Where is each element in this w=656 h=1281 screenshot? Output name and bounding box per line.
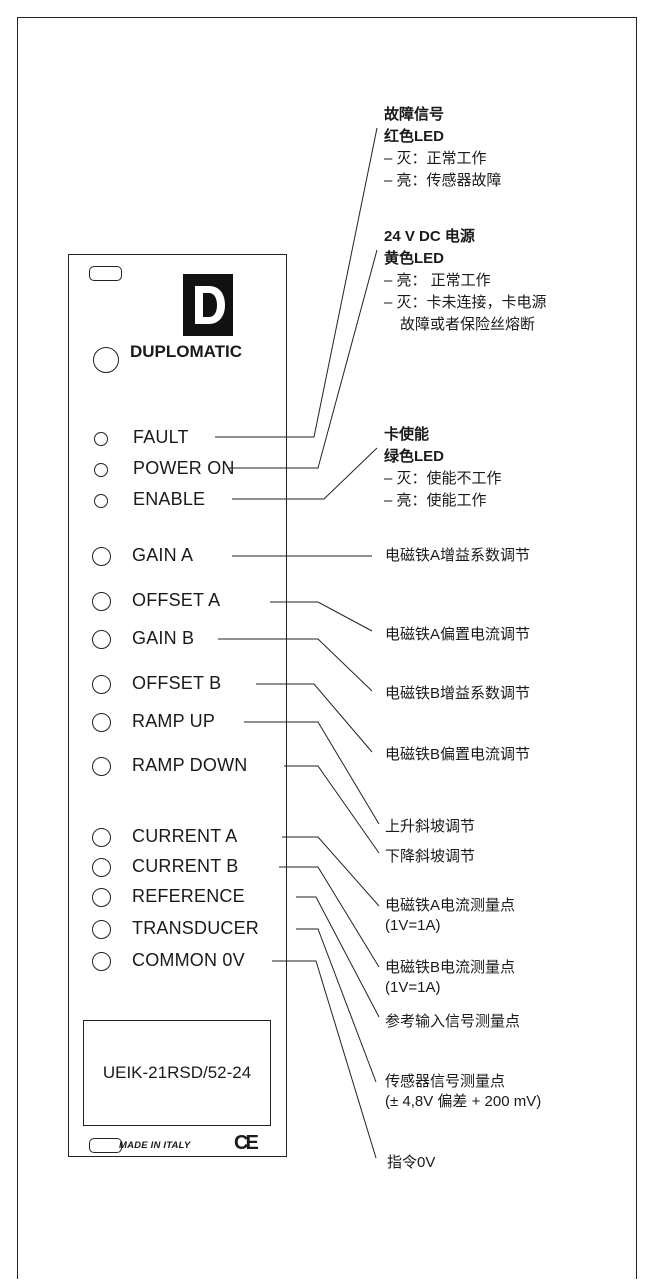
power-leader <box>228 249 378 469</box>
fault-annotation: 故障信号 红色LED – 灭：正常工作 – 亮：传感器故障 <box>384 104 502 192</box>
current-a-annotation-line1: 电磁铁A电流测量点 <box>385 897 516 914</box>
power-on-label: POWER ON <box>133 458 235 478</box>
current-b-annotation: 电磁铁B电流测量点 (1V=1A) <box>385 958 515 998</box>
ramp-down-annotation: 下降斜坡调节 <box>385 848 476 865</box>
current-a-annotation: 电磁铁A电流测量点 (1V=1A) <box>385 896 515 936</box>
common-0v-label: COMMON 0V <box>132 950 245 970</box>
power-on-led-icon <box>94 463 108 477</box>
fault-annotation-line2: – 亮：传感器故障 <box>384 172 502 189</box>
enable-annotation: 卡使能 绿色LED – 灭：使能不工作 – 亮：使能工作 <box>384 424 502 512</box>
offset-a-label: OFFSET A <box>132 590 221 610</box>
reference-testpoint-icon <box>92 888 111 907</box>
ramp-down-pot-icon <box>92 757 111 776</box>
common-0v-annotation: 指令0V <box>387 1154 436 1171</box>
made-in-label: MADE IN ITALY <box>119 1140 191 1151</box>
offset-b-annotation: 电磁铁B偏置电流调节 <box>385 746 531 763</box>
ramp-up-leader <box>244 721 380 825</box>
gain-b-annotation: 电磁铁B增益系数调节 <box>385 685 531 702</box>
offset-a-pot-icon <box>92 592 111 611</box>
outer-frame <box>17 17 637 1279</box>
current-a-annotation-line2: (1V=1A) <box>385 917 441 934</box>
gain-a-label: GAIN A <box>132 545 194 565</box>
panel-knob-icon <box>93 347 119 373</box>
fault-annotation-title: 故障信号 <box>384 106 445 123</box>
power-annotation-line3: 故障或者保险丝熔断 <box>400 316 536 333</box>
current-b-annotation-line1: 电磁铁B电流测量点 <box>385 959 516 976</box>
power-annotation-line1: – 亮： 正常工作 <box>384 272 491 289</box>
bottom-mounting-slot-icon <box>89 1138 122 1153</box>
ramp-down-leader <box>284 765 380 854</box>
model-number: UEIK-21RSD/52-24 <box>102 1063 252 1082</box>
current-b-leader <box>279 866 380 968</box>
enable-annotation-line1: – 灭：使能不工作 <box>384 470 502 487</box>
ramp-up-annotation: 上升斜坡调节 <box>385 818 476 835</box>
current-b-testpoint-icon <box>92 858 111 877</box>
top-mounting-slot-icon <box>89 266 122 281</box>
card-front-panel <box>68 254 287 1157</box>
enable-annotation-line2: – 亮：使能工作 <box>384 492 487 509</box>
reference-label: REFERENCE <box>132 886 245 906</box>
fault-annotation-line1: – 灭：正常工作 <box>384 150 487 167</box>
current-b-label: CURRENT B <box>132 856 239 876</box>
power-annotation-subtitle: 黄色LED <box>384 250 445 267</box>
reference-leader <box>296 896 380 1018</box>
power-annotation: 24 V DC 电源 黄色LED – 亮： 正常工作 – 灭：卡未连接，卡电源 … <box>384 226 547 336</box>
enable-annotation-subtitle: 绿色LED <box>384 448 445 465</box>
transducer-label: TRANSDUCER <box>132 918 260 938</box>
gain-b-pot-icon <box>92 630 111 649</box>
offset-a-leader <box>270 601 373 632</box>
reference-annotation: 参考输入信号测量点 <box>385 1013 521 1030</box>
gain-b-leader <box>218 638 373 692</box>
common-0v-leader <box>272 960 377 1159</box>
current-a-label: CURRENT A <box>132 826 238 846</box>
brand-name: DUPLOMATIC <box>130 342 243 361</box>
fault-label: FAULT <box>133 427 189 447</box>
offset-b-pot-icon <box>92 675 111 694</box>
common-0v-testpoint-icon <box>92 952 111 971</box>
current-b-annotation-line2: (1V=1A) <box>385 979 441 996</box>
transducer-leader <box>296 928 377 1083</box>
ramp-up-label: RAMP UP <box>132 711 216 731</box>
power-annotation-line2: – 灭：卡未连接，卡电源 <box>384 294 547 311</box>
fault-annotation-subtitle: 红色LED <box>384 128 445 145</box>
enable-leader <box>232 447 378 500</box>
ramp-up-pot-icon <box>92 713 111 732</box>
fault-leader <box>215 127 378 438</box>
offset-b-leader <box>256 683 373 753</box>
current-a-leader <box>282 836 380 907</box>
enable-annotation-title: 卡使能 <box>384 426 430 443</box>
ce-mark-icon: CE <box>234 1132 259 1154</box>
transducer-annotation-line1: 传感器信号测量点 <box>385 1073 506 1090</box>
transducer-testpoint-icon <box>92 920 111 939</box>
offset-a-annotation: 电磁铁A偏置电流调节 <box>385 626 531 643</box>
ramp-down-label: RAMP DOWN <box>132 755 248 775</box>
duplomatic-d-logo-icon <box>183 274 233 336</box>
offset-b-label: OFFSET B <box>132 673 222 693</box>
transducer-annotation-line2: (± 4,8V 偏差 + 200 mV) <box>385 1093 542 1110</box>
enable-label: ENABLE <box>133 489 206 509</box>
gain-b-label: GAIN B <box>132 628 195 648</box>
fault-led-icon <box>94 432 108 446</box>
power-annotation-title: 24 V DC 电源 <box>384 228 475 245</box>
enable-led-icon <box>94 494 108 508</box>
current-a-testpoint-icon <box>92 828 111 847</box>
transducer-annotation: 传感器信号测量点 (± 4,8V 偏差 + 200 mV) <box>385 1072 541 1112</box>
gain-a-annotation: 电磁铁A增益系数调节 <box>385 547 531 564</box>
gain-a-pot-icon <box>92 547 111 566</box>
model-plate: UEIK-21RSD/52-24 <box>83 1020 271 1126</box>
